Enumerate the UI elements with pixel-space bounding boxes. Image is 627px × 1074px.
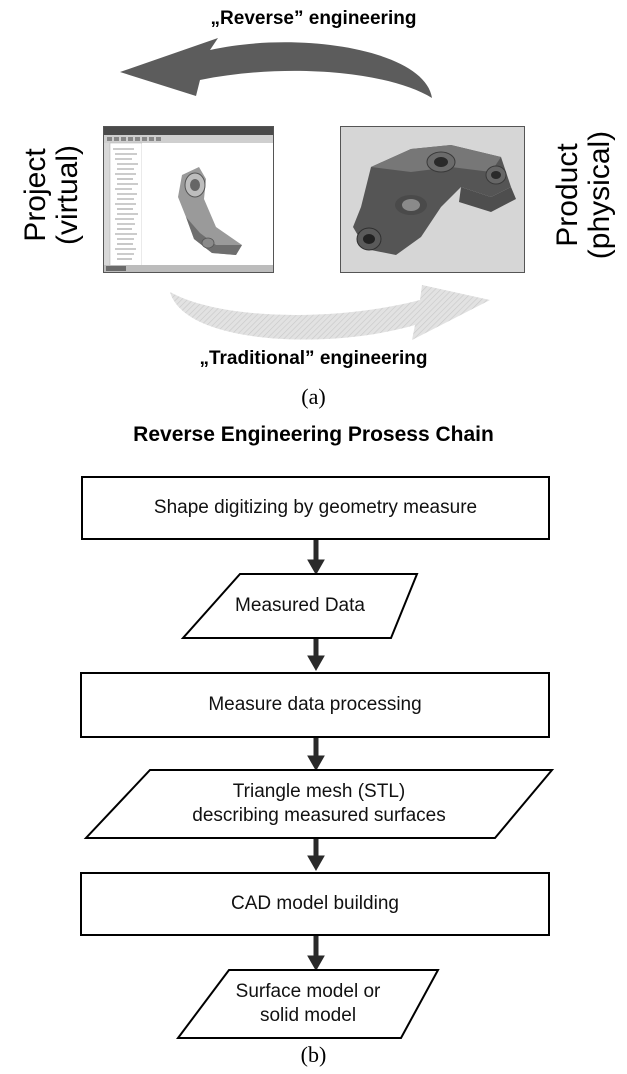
step-triangle-mesh-label-line1: Triangle mesh (STL) (232, 781, 406, 802)
step-surface-model-label-line2: solid model (259, 1005, 357, 1026)
cycle-arrows (120, 38, 490, 340)
step-cad-model-building-label: CAD model building (231, 893, 399, 914)
flow-arrow-1-head (307, 559, 325, 576)
step-shape-digitizing-label: Shape digitizing by geometry measure (153, 497, 478, 518)
triangle-mesh-shape (83, 769, 555, 839)
flow-arrow-5-head (307, 955, 325, 972)
flow-arrow-2-head (307, 655, 325, 672)
caption-b: (b) (300, 1042, 327, 1067)
product-photo-graphic (341, 127, 524, 272)
step-measured-data-label: Measured Data (235, 595, 365, 616)
step-surface-model-label-line1: Surface model or (235, 981, 381, 1002)
step-cad-model-building: CAD model building (80, 872, 550, 936)
reverse-arrow (120, 38, 432, 98)
physical-product-photo (340, 126, 525, 273)
step-surface-model: Surface model or solid model (178, 970, 438, 1038)
traditional-engineering-label: „Traditional” engineering (199, 348, 428, 369)
cad-window-graphic (104, 127, 273, 272)
measured-data-shape (180, 573, 419, 639)
flow-arrow-4-head (307, 855, 325, 872)
step-triangle-mesh: Triangle mesh (STL) describing measured … (86, 770, 552, 838)
reverse-engineering-label: „Reverse” engineering (210, 8, 417, 29)
step-measured-data: Measured Data (183, 574, 417, 638)
traditional-arrow (170, 285, 490, 340)
caption-a: (a) (301, 384, 326, 409)
surface-model-shape (176, 969, 440, 1039)
step-measure-data-processing-label: Measure data processing (208, 694, 422, 715)
process-chain-title: Reverse Engineering Prosess Chain (133, 423, 494, 446)
step-triangle-mesh-label-line2: describing measured surfaces (192, 805, 446, 826)
step-shape-digitizing: Shape digitizing by geometry measure (81, 476, 550, 540)
step-measure-data-processing: Measure data processing (80, 672, 550, 738)
flow-arrow-3-head (307, 755, 325, 772)
cad-screenshot-image (103, 126, 274, 273)
